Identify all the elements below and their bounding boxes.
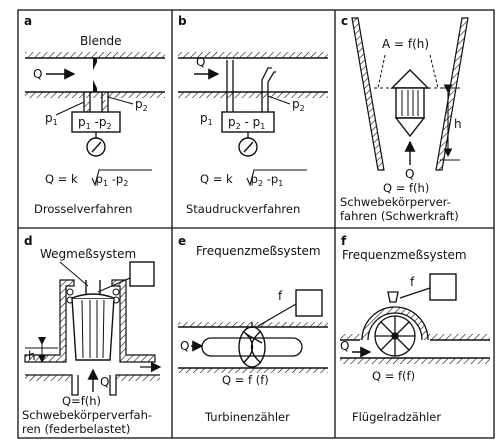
- formula: Q = f(f): [372, 369, 415, 383]
- height-label: h: [454, 117, 462, 131]
- displacement-sensor-box: [129, 261, 155, 287]
- caption: Staudruckverfahren: [186, 202, 300, 216]
- pipe-wall-top: [25, 52, 165, 58]
- differential-label: p2 - p1: [228, 115, 265, 131]
- panel-letter: f: [341, 234, 347, 248]
- system-label: Frequenzmeßsystem: [196, 244, 321, 258]
- frequency-counter-box: [295, 289, 323, 317]
- housing-right: [111, 279, 156, 363]
- formula: Q = f(h): [383, 181, 429, 195]
- panel-letter: a: [24, 14, 32, 28]
- p2-label: p2: [292, 97, 305, 113]
- frequency-counter-box: [429, 273, 457, 301]
- signal-label: f: [410, 275, 415, 289]
- formula: Q = f (f): [222, 373, 269, 387]
- flow-label: Q: [33, 67, 42, 81]
- formula: Q=f(h): [62, 394, 101, 408]
- signal-label: f: [278, 289, 283, 303]
- impeller-wheel: [374, 315, 416, 357]
- p1-label: p1: [200, 111, 213, 127]
- area-label: A = f(h): [382, 37, 429, 51]
- panel-letter: b: [178, 14, 187, 28]
- float-body: [71, 293, 115, 361]
- caption-line-1: Schwebekörperverfah-: [22, 408, 152, 422]
- sqrt-sign: [246, 169, 307, 187]
- p2-label: p2: [135, 97, 148, 113]
- caption: Drosselverfahren: [34, 202, 132, 216]
- panel-letter: c: [341, 14, 348, 28]
- p1-label: p1: [45, 111, 58, 127]
- housing-left: [24, 279, 75, 363]
- static-tube: [226, 60, 234, 112]
- orifice-plate: [93, 58, 97, 70]
- caption-line-2: fahren (Schwerkraft): [340, 209, 459, 223]
- orifice-label: Blende: [80, 34, 122, 48]
- sensor-head: [387, 291, 399, 303]
- caption-line-2: ren (federbelastet): [22, 422, 130, 436]
- panel-grid: [17, 9, 495, 439]
- panel-letter: d: [24, 234, 33, 248]
- flow-label: Q: [405, 167, 414, 181]
- flow-label: Q: [180, 339, 189, 353]
- pitot-tube: [261, 67, 276, 112]
- pipe-wall-top: [178, 322, 328, 327]
- pipe-wall-bottom: [340, 358, 490, 364]
- caption-line-1: Schwebekörperver-: [340, 195, 451, 209]
- panel-d: d Wegmeßsystem h Q Q=f(h): [22, 234, 162, 436]
- pipe-wall-top: [178, 52, 328, 58]
- panel-c: c A = f(h) h Q Q = f(h) Schwebekörperver…: [340, 14, 469, 223]
- flow-label: Q: [340, 339, 349, 353]
- panel-f: f Frequenzmeßsystem f Q Q = f(f) Flügelr…: [340, 234, 490, 424]
- flow-label: Q: [196, 55, 205, 69]
- differential-label: p1 -p2: [78, 115, 112, 131]
- caption: Turbinenzähler: [204, 410, 290, 424]
- caption: Flügelradzähler: [352, 410, 441, 424]
- panel-e: e Frequenzmeßsystem f Q Q = f (f) Turbin…: [178, 234, 328, 424]
- flow-label: Q: [100, 375, 109, 389]
- pipe-wall-bottom: [178, 368, 328, 373]
- system-label: Wegmeßsystem: [40, 247, 136, 261]
- pipe-wall-bottom: [25, 92, 165, 98]
- pipe-wall-bottom: [178, 92, 328, 98]
- panel-letter: e: [178, 234, 186, 248]
- float-body: [390, 69, 430, 138]
- cone-wall-left: [351, 17, 385, 171]
- system-label: Frequenzmeßsystem: [342, 248, 467, 262]
- cone-wall-right: [435, 17, 469, 171]
- sqrt-sign: [91, 169, 152, 187]
- height-label: h: [28, 349, 36, 363]
